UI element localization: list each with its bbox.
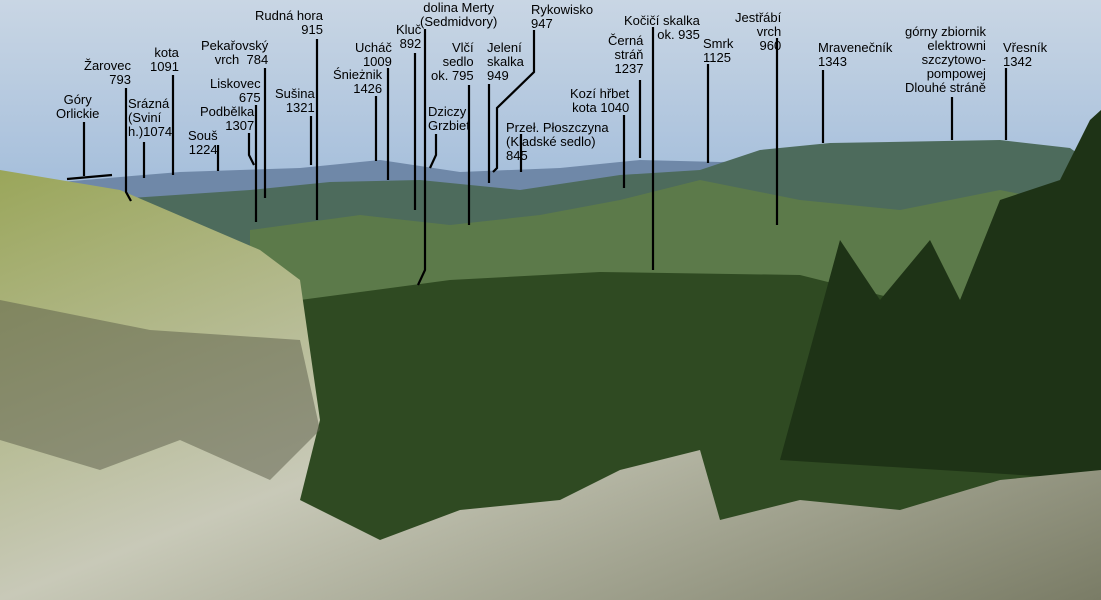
label-susina: Sušina 1321 bbox=[275, 86, 315, 115]
label-gorny-zbiornik: górny zbiornik elektrowni szczytowo- pom… bbox=[905, 24, 986, 95]
label-smrk: Smrk 1125 bbox=[703, 36, 734, 65]
label-liskovec: Liskovec 675 bbox=[210, 76, 261, 105]
label-kluc: Kluč 892 bbox=[396, 22, 422, 51]
spruce-trees bbox=[780, 110, 1101, 480]
pointer-lines bbox=[66, 27, 1008, 286]
label-zarovec: Žarovec 793 bbox=[84, 58, 131, 87]
left-rock-shadow bbox=[0, 300, 320, 480]
label-kozi-hrbet: Kozí hřbet kota 1040 bbox=[570, 86, 630, 115]
label-vlci-sedlo: Vlčí sedlo ok. 795 bbox=[431, 40, 474, 83]
label-kocici-skalka: Kočičí skalka ok. 935 bbox=[624, 13, 700, 42]
label-mravenecnik: Mravenečník 1343 bbox=[818, 40, 893, 69]
label-kota-1091: kota 1091 bbox=[150, 45, 179, 74]
label-rudna-hora: Rudná hora 915 bbox=[255, 8, 323, 37]
label-vresnik: Vřesník 1342 bbox=[1003, 40, 1048, 69]
label-pekarovsky-vrch: Pekařovský vrch 784 bbox=[201, 38, 269, 67]
label-gory-orlickie: Góry Orlickie bbox=[56, 92, 100, 121]
label-srazna: Srázná (Sviní h.)1074 bbox=[128, 96, 173, 139]
label-podbelka: Podbělka 1307 bbox=[200, 104, 255, 133]
label-jestrabi-vrch: Jestřábí vrch 960 bbox=[735, 10, 782, 53]
label-jeleni-skalka: Jelení skalka 949 bbox=[487, 40, 524, 83]
label-dziczy-grzbiet: Dziczy Grzbiet bbox=[428, 104, 470, 133]
foreground-rocks bbox=[0, 170, 1101, 600]
label-snieznik: Śnieżnik 1426 bbox=[333, 67, 383, 96]
label-rykowisko: Rykowisko 947 bbox=[531, 2, 594, 31]
label-uchac: Ucháč 1009 bbox=[355, 40, 392, 69]
label-cerna-stran: Černá stráň 1237 bbox=[608, 33, 644, 76]
label-przel-ploszczyna: Przeł. Płoszczyna (Kladské sedlo) 845 bbox=[506, 120, 609, 163]
label-sous: Souš 1224 bbox=[188, 128, 218, 157]
label-dolina-merty: dolina Merty (Sedmidvory) bbox=[420, 0, 498, 29]
